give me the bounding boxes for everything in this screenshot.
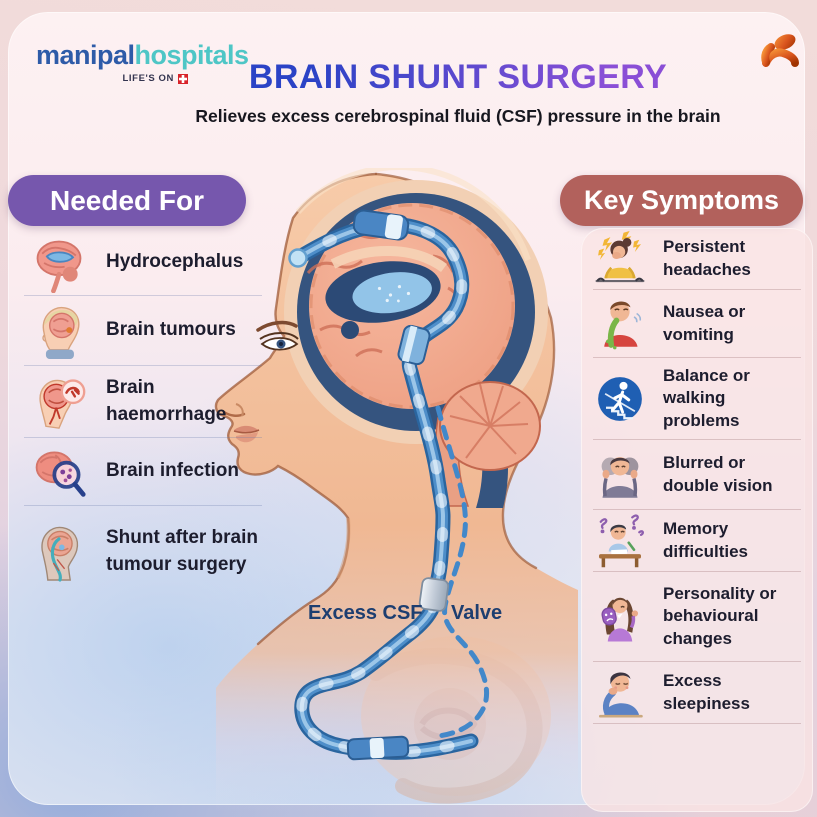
symptom-row-nausea: Nausea or vomiting: [593, 290, 801, 358]
child-head-brain-icon: [30, 301, 88, 361]
symptom-label: Excess sleepiness: [663, 671, 750, 713]
page-title: BRAIN SHUNT SURGERY: [158, 58, 758, 97]
tagline-text: LIFE'S ON: [122, 73, 174, 84]
symptom-row-vision: Blurred or double vision: [593, 440, 801, 510]
shunt-valve-art: [418, 577, 450, 612]
list-item-brain-haemorrhage: Brain haemorrhage: [24, 366, 262, 438]
list-item-label: Brain infection: [106, 460, 240, 482]
content-card: manipalhospitals LIFE'S ON BRAIN SHUNT S…: [8, 12, 813, 812]
symptom-label: Memory difficulties: [663, 519, 749, 561]
csf-flow-dashed-line: [435, 405, 489, 739]
logo-tagline: LIFE'S ON: [36, 73, 188, 84]
needed-for-list: Hydrocephalus Brain tumours: [24, 230, 262, 598]
head-shunt-icon: [30, 522, 88, 582]
header-title-block: BRAIN SHUNT SURGERY Relieves excess cere…: [158, 58, 758, 127]
logo-text-hospitals: hospitals: [134, 40, 250, 70]
excess-csf-label: Excess CSF: [308, 602, 423, 624]
key-symptoms-panel: Persistent headaches Nausea or vomiting: [581, 228, 813, 812]
list-item-label: Brain tumours: [106, 319, 236, 341]
ventricle-art: [325, 261, 441, 323]
tube-connector-bottom-art: [346, 735, 410, 761]
face-details-art: [222, 320, 299, 443]
headache-person-icon: [593, 230, 647, 287]
symptom-row-sleepiness: Excess sleepiness: [593, 662, 801, 724]
symptom-label: Blurred or double vision: [663, 453, 773, 495]
shunt-tube-art: [288, 225, 472, 753]
red-cross-icon: [178, 73, 188, 84]
list-item-label: Brain haemorrhage: [106, 376, 227, 425]
symptom-label: Nausea or vomiting: [663, 302, 746, 344]
list-item-brain-tumours: Brain tumours: [24, 296, 262, 366]
page-subtitle: Relieves excess cerebrospinal fluid (CSF…: [195, 106, 721, 126]
list-item-label: Hydrocephalus: [106, 251, 244, 273]
personality-mask-icon: [593, 589, 647, 645]
tube-connector-top-art: [352, 209, 410, 241]
sleepy-person-icon: [593, 665, 647, 721]
symptom-label: Balance or walking problems: [663, 365, 750, 430]
cerebellum-art: [439, 381, 541, 471]
hydrocephalus-brain-icon: [30, 233, 88, 293]
manipal-hospitals-logo: manipalhospitals LIFE'S ON: [36, 40, 249, 85]
needed-for-heading: Needed For: [8, 175, 246, 226]
list-item-shunt-after-surgery: Shunt after brain tumour surgery: [24, 506, 262, 598]
brain-infection-magnifier-icon: [30, 442, 88, 502]
list-item-hydrocephalus: Hydrocephalus: [24, 230, 262, 296]
logo-text-manipal: manipal: [36, 40, 135, 70]
manipal-emblem-icon: [761, 34, 799, 88]
balance-walking-icon: [593, 371, 647, 427]
key-symptoms-heading-label: Key Symptoms: [583, 185, 780, 215]
catheter-tip-art: [288, 248, 308, 268]
brain-haemorrhage-icon: [30, 372, 88, 432]
needed-for-heading-label: Needed For: [49, 184, 205, 216]
symptom-label: Personality or behavioural changes: [663, 583, 777, 648]
list-item-brain-infection: Brain infection: [24, 438, 262, 506]
head-profile-art: [214, 168, 578, 812]
logo-wordmark: manipalhospitals: [36, 40, 249, 70]
valve-label: Valve: [451, 602, 503, 624]
tube-connector-mid-art: [397, 324, 431, 366]
vomiting-person-icon: [593, 296, 647, 352]
symptom-row-balance: Balance or walking problems: [593, 358, 801, 440]
key-symptoms-heading: Key Symptoms: [560, 175, 803, 226]
symptom-row-personality: Personality or behavioural changes: [593, 572, 801, 662]
symptom-label: Persistent headaches: [663, 237, 751, 279]
symptom-row-memory: Memory difficulties: [593, 510, 801, 572]
list-item-label: Shunt after brain tumour surgery: [106, 527, 259, 575]
symptom-row-headaches: Persistent headaches: [593, 228, 801, 290]
memory-difficulties-icon: [593, 513, 647, 569]
brain-shunt-illustration: [214, 168, 578, 812]
double-vision-person-icon: [593, 447, 647, 503]
